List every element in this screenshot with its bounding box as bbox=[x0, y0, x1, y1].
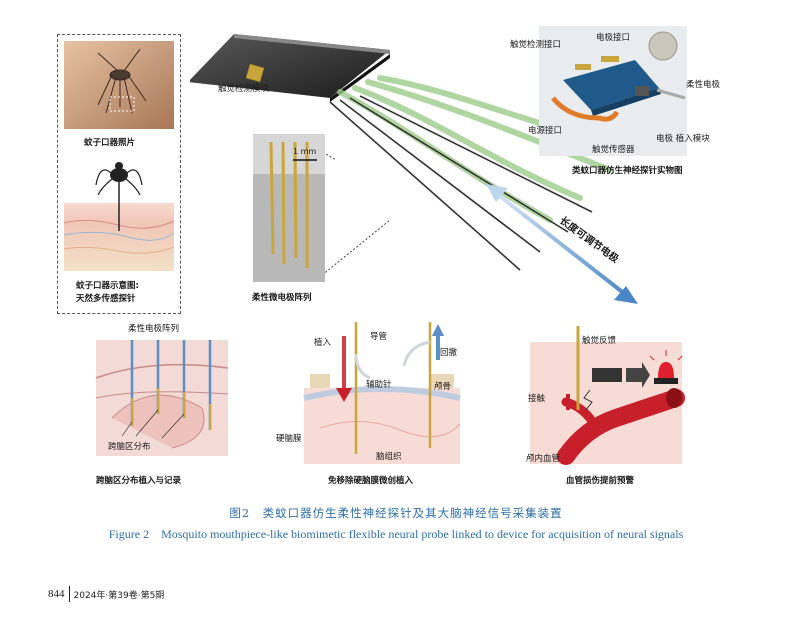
device-board bbox=[190, 34, 390, 98]
vessel-warning-illustration bbox=[530, 326, 685, 465]
sensor-chip bbox=[592, 368, 622, 382]
device-photo bbox=[539, 26, 687, 156]
retract-label: 回撤 bbox=[440, 348, 458, 358]
scale-bar-label: 1 mm bbox=[293, 147, 317, 156]
dura-implant-title: 免移除硬脑膜微创植入 bbox=[328, 476, 414, 486]
figure-caption-zh: 图2 类蚊口器仿生柔性神经探针及其大脑神经信号采集装置 bbox=[229, 506, 563, 520]
electrode-implant-label: 电极 植入模块 bbox=[656, 134, 710, 144]
page-number: 844 bbox=[48, 588, 65, 600]
cross-region-label: 跨脑区分布 bbox=[108, 442, 151, 452]
flex-electrode-label: 柔性电极 bbox=[686, 80, 721, 90]
pcb-board bbox=[563, 60, 659, 110]
mosquito-photo-label: 蚊子口器照片 bbox=[84, 138, 136, 148]
cross-region-illustration bbox=[95, 340, 229, 456]
tactile-sensor-label: 触觉传感器 bbox=[592, 145, 635, 155]
device-photo-label: 类蚊口器仿生神经探针实物图 bbox=[572, 166, 683, 176]
power-port-label: 电源接口 bbox=[528, 126, 563, 136]
mosquito-photo-insect bbox=[97, 48, 147, 114]
tactile-module-label: 触觉检测模块 bbox=[218, 84, 270, 94]
electrode-port-label: 电极接口 bbox=[596, 33, 631, 43]
tactile-feedback-label: 触觉反馈 bbox=[582, 336, 617, 346]
cross-region-title: 跨脑区分布植入与记录 bbox=[96, 476, 182, 486]
tactile-module-chip bbox=[245, 63, 265, 83]
implant-label: 植入 bbox=[314, 338, 332, 348]
implant-arrow bbox=[342, 336, 346, 388]
guide-tube-label: 导管 bbox=[370, 332, 388, 342]
figure-caption-en: Figure 2 Mosquito mouthpiece-like biomim… bbox=[108, 527, 684, 541]
mosquito-illustrations bbox=[63, 41, 175, 271]
contact-label: 接触 bbox=[528, 394, 546, 404]
journal-issue: 2024年·第39卷·第5期 bbox=[73, 590, 165, 601]
skull-label: 颅骨 bbox=[434, 382, 452, 392]
mosquito-panel: 蚊子口器照片 蚊子口器示意图: 天然多传感探针 bbox=[57, 34, 181, 314]
flex-cable bbox=[551, 96, 620, 122]
rigid-shafts bbox=[329, 95, 593, 271]
brain-tissue-label: 脑组织 bbox=[376, 452, 402, 462]
mosquito-schematic-label-2: 天然多传感探针 bbox=[76, 294, 136, 304]
blood-vessel bbox=[557, 389, 685, 465]
length-adjust-arrow bbox=[486, 184, 638, 304]
mosquito-schematic-insect bbox=[95, 162, 143, 231]
probe-device-illustration bbox=[190, 34, 638, 304]
mosquito-photo bbox=[64, 41, 174, 129]
vessel-warning-title: 血管损伤提前预警 bbox=[566, 476, 635, 486]
footer-divider bbox=[68, 586, 70, 602]
alarm-light-icon bbox=[649, 350, 683, 384]
flex-array-photo: 1 mm bbox=[253, 134, 325, 282]
vessel-label: 颅内血管 bbox=[526, 454, 561, 464]
mosquito-schematic-label-1: 蚊子口器示意图: bbox=[76, 281, 139, 291]
flex-array-top-label: 柔性电极阵列 bbox=[128, 324, 180, 334]
flex-array-label: 柔性微电极阵列 bbox=[252, 293, 312, 303]
tactile-port-label: 触觉检测接口 bbox=[510, 40, 562, 50]
dura-label: 硬脑膜 bbox=[276, 434, 302, 444]
dura-layer bbox=[303, 386, 461, 401]
dura-implant-illustration bbox=[303, 322, 461, 464]
aux-needle-label: 辅助针 bbox=[366, 380, 392, 390]
page-footer: 844 2024年·第39卷·第5期 bbox=[48, 586, 164, 602]
retract-arrow bbox=[436, 334, 440, 360]
